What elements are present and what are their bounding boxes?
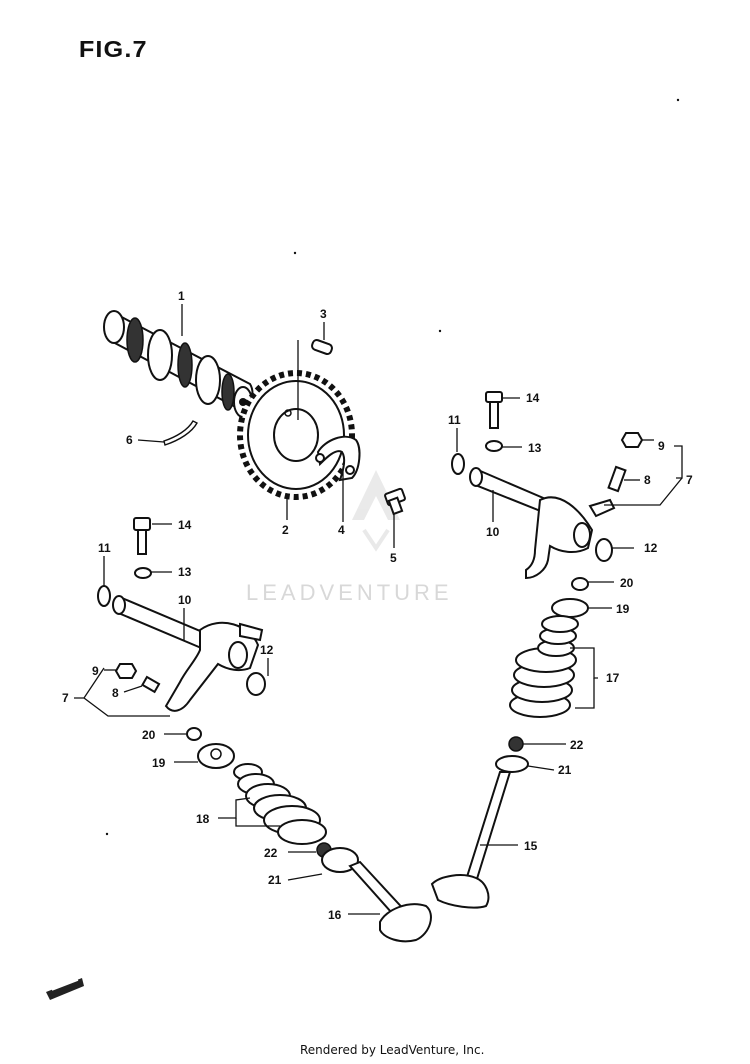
callout-12-left: 12: [260, 643, 274, 657]
seat-part-21-right: [495, 755, 529, 773]
bolt-part-5: [384, 487, 406, 516]
callout-8-left: 8: [112, 686, 119, 700]
callout-19-right: 19: [616, 602, 630, 616]
o-ring-part-11-left: [97, 585, 111, 607]
callout-7-right: 7: [686, 473, 693, 487]
valve-part-15: [430, 771, 512, 909]
o-ring-part-12-right: [595, 538, 613, 562]
callout-9-right: 9: [658, 439, 665, 453]
nut-part-9-right: [620, 432, 644, 448]
adjuster-part-8-left: [141, 675, 161, 694]
callout-21-right: 21: [558, 763, 572, 777]
rocker-arm-left: [164, 621, 264, 712]
callout-12-right: 12: [644, 541, 658, 555]
cotter-part-20-right: [571, 577, 589, 591]
camshaft-part-1: [103, 310, 254, 418]
callout-7-left: 7: [62, 691, 69, 705]
callout-13-left: 13: [178, 565, 192, 579]
footer-credit: Rendered by LeadVenture, Inc.: [300, 1043, 485, 1057]
callout-10-left: 10: [178, 593, 192, 607]
rocker-shaft-part-10-right: [469, 467, 550, 514]
callout-20-left: 20: [142, 728, 156, 742]
nut-part-9-left: [114, 663, 138, 679]
rocker-arm-right: [525, 496, 616, 580]
valve-springs-part-17: [509, 615, 579, 718]
callout-13-right: 13: [528, 441, 542, 455]
callout-3: 3: [320, 307, 327, 321]
callout-22-left: 22: [264, 846, 278, 860]
callout-9-left: 9: [92, 664, 99, 678]
adjuster-part-8-right: [607, 465, 627, 493]
corner-mark-icon: [46, 978, 84, 1000]
callout-14-left: 14: [178, 518, 192, 532]
callout-2: 2: [282, 523, 289, 537]
decompression-lever-part-4: [315, 435, 361, 482]
leader-lines: [74, 304, 683, 915]
valve-springs-part-18: [233, 763, 327, 845]
callout-22-right: 22: [570, 738, 584, 752]
callout-20-right: 20: [620, 576, 634, 590]
o-ring-part-11-right: [451, 453, 465, 475]
bolt-part-14-right: [485, 391, 503, 452]
callout-4: 4: [338, 523, 345, 537]
pin-part-6: [163, 420, 198, 446]
callout-11-left: 11: [98, 541, 111, 555]
callout-10-right: 10: [486, 525, 500, 539]
callout-21-left: 21: [268, 873, 282, 887]
callout-1: 1: [178, 289, 185, 303]
callout-18: 18: [196, 812, 210, 826]
rocker-shaft-part-10-left: [112, 595, 214, 652]
leadventure-logo-icon: [352, 470, 400, 552]
callout-16: 16: [328, 908, 342, 922]
bolt-part-14-left: [133, 517, 152, 579]
callout-6: 6: [126, 433, 133, 447]
retainer-part-19-right: [551, 598, 589, 618]
cam-sprocket-part-2: [237, 370, 355, 500]
callout-19-left: 19: [152, 756, 166, 770]
callout-17: 17: [606, 671, 620, 685]
callout-5: 5: [390, 551, 397, 565]
dowel-pin-part-3: [311, 339, 333, 355]
callout-15: 15: [524, 839, 538, 853]
o-ring-part-12-left: [246, 672, 266, 696]
cotter-part-20-left: [186, 727, 202, 741]
watermark-text: LEADVENTURE: [246, 580, 453, 605]
callout-14-right: 14: [526, 391, 540, 405]
retainer-part-19-left: [197, 743, 235, 769]
valve-part-16: [348, 860, 432, 943]
seal-part-22-right: [508, 736, 524, 752]
callout-11-right: 11: [448, 413, 461, 427]
callout-8-right: 8: [644, 473, 651, 487]
figure-title: FIG.7: [78, 36, 148, 62]
